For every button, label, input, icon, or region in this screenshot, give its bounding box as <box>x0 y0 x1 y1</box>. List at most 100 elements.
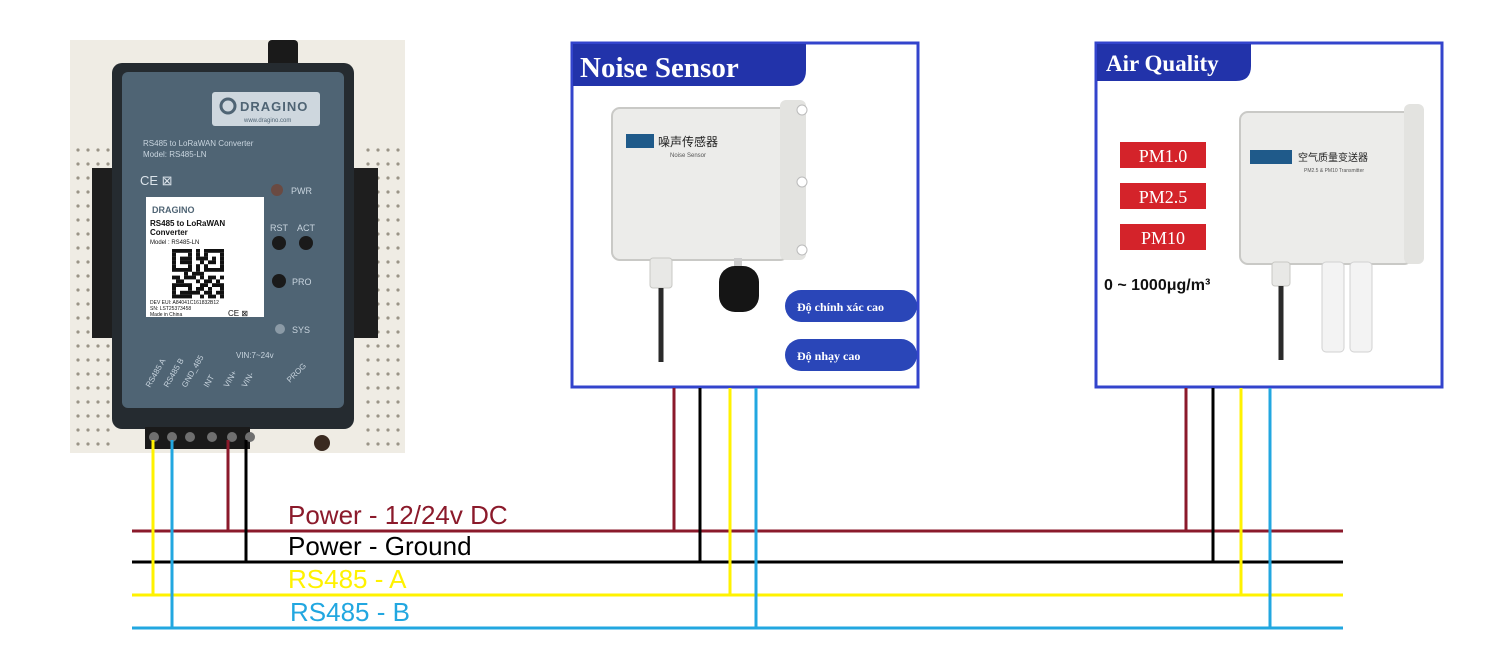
breadboard-hole <box>96 148 100 152</box>
breadboard-hole <box>86 372 90 376</box>
qr-module <box>188 268 192 272</box>
breadboard-hole <box>366 148 370 152</box>
breadboard-hole <box>366 400 370 404</box>
breadboard-hole <box>396 218 400 222</box>
breadboard-hole <box>366 344 370 348</box>
breadboard-hole <box>96 372 100 376</box>
sys-led-label: SYS <box>292 325 310 335</box>
noise-screw-mid <box>796 176 808 188</box>
qr-module <box>188 260 192 265</box>
breadboard-hole <box>106 428 110 432</box>
breadboard-hole <box>96 414 100 418</box>
qr-module <box>200 294 204 299</box>
breadboard-hole <box>96 162 100 166</box>
qr-module <box>184 294 188 299</box>
breadboard-hole <box>76 232 80 236</box>
qr-module <box>204 249 208 253</box>
breadboard-hole <box>386 274 390 278</box>
breadboard-hole <box>396 204 400 208</box>
breadboard-hole <box>396 400 400 404</box>
breadboard-hole <box>106 442 110 446</box>
qr-module <box>212 294 216 299</box>
air-quality-device <box>1239 111 1413 265</box>
qr-module <box>216 290 220 295</box>
breadboard-hole <box>76 358 80 362</box>
noise-cable-gland <box>649 257 673 289</box>
qr-module <box>176 249 180 253</box>
breadboard-hole <box>76 218 80 222</box>
breadboard-hole <box>376 400 380 404</box>
qr-module <box>208 287 212 291</box>
qr-module <box>172 264 176 268</box>
qr-module <box>220 294 224 299</box>
microphone-stem <box>734 258 742 272</box>
brand-logo-box <box>212 92 320 126</box>
bus-lines <box>132 529 1343 630</box>
qr-module <box>220 283 224 287</box>
sys-led <box>275 324 285 334</box>
air-quality-logo <box>1250 150 1292 164</box>
breadboard-hole <box>86 302 90 306</box>
sticker-brand: DRAGINO <box>152 205 195 215</box>
breadboard-hole <box>76 190 80 194</box>
drop-wires <box>151 388 1272 628</box>
qr-module <box>196 249 200 253</box>
breadboard-hole <box>396 330 400 334</box>
jack-plug <box>314 435 330 451</box>
label-rs485-a: RS485 - A <box>288 564 407 594</box>
qr-module <box>208 249 212 253</box>
qr-module <box>172 252 176 257</box>
breadboard-hole <box>76 274 80 278</box>
breadboard-hole <box>76 288 80 292</box>
qr-module <box>180 279 184 284</box>
qr-module <box>180 249 184 253</box>
terminal-screw <box>149 432 159 442</box>
pm-tag-3-text: PM10 <box>1141 228 1185 248</box>
noise-sensor-logo <box>626 134 654 148</box>
pm-tag-1 <box>1120 142 1206 168</box>
qr-module <box>196 268 200 272</box>
qr-module <box>216 283 220 287</box>
qr-module <box>204 279 208 284</box>
qr-module <box>188 287 192 291</box>
terminal-screw <box>167 432 177 442</box>
qr-module <box>212 249 216 253</box>
noise-screw-bottom <box>796 244 808 256</box>
qr-module <box>196 271 200 276</box>
breadboard-hole <box>76 330 80 334</box>
noise-sensor-title: Noise Sensor <box>580 52 739 84</box>
qr-code <box>170 248 226 300</box>
qr-module <box>196 290 200 295</box>
breadboard-hole <box>76 316 80 320</box>
aq-probe-1 <box>1321 261 1345 353</box>
breadboard-hole <box>376 372 380 376</box>
breadboard-hole <box>86 162 90 166</box>
noise-sensor-device <box>611 107 789 261</box>
qr-module <box>216 249 220 253</box>
breadboard-hole <box>76 162 80 166</box>
breadboard-hole <box>366 386 370 390</box>
qr-module <box>220 249 224 253</box>
qr-module <box>220 260 224 265</box>
breadboard-hole <box>396 372 400 376</box>
breadboard-hole <box>86 274 90 278</box>
qr-module <box>204 268 208 272</box>
sticker-dev-eui: DEV EUI: A84041C161832B12 <box>150 300 219 306</box>
qr-module <box>172 256 176 261</box>
qr-module <box>184 275 188 280</box>
qr-module <box>196 287 200 291</box>
qr-module <box>208 279 212 284</box>
qr-module <box>208 275 212 280</box>
breadboard-hole <box>106 148 110 152</box>
aq-device-label-en: PM2.5 & PM10 Transmitter <box>1304 168 1364 174</box>
breadboard-hole <box>396 442 400 446</box>
act-led-label: ACT <box>297 223 316 233</box>
breadboard-hole <box>76 148 80 152</box>
breadboard-hole <box>396 344 400 348</box>
qr-module <box>188 252 192 257</box>
qr-module <box>212 260 216 265</box>
breadboard-hole <box>86 260 90 264</box>
breadboard-hole <box>386 372 390 376</box>
sticker-made-in: Made in China <box>150 312 182 318</box>
pm-tag-3 <box>1120 224 1206 250</box>
